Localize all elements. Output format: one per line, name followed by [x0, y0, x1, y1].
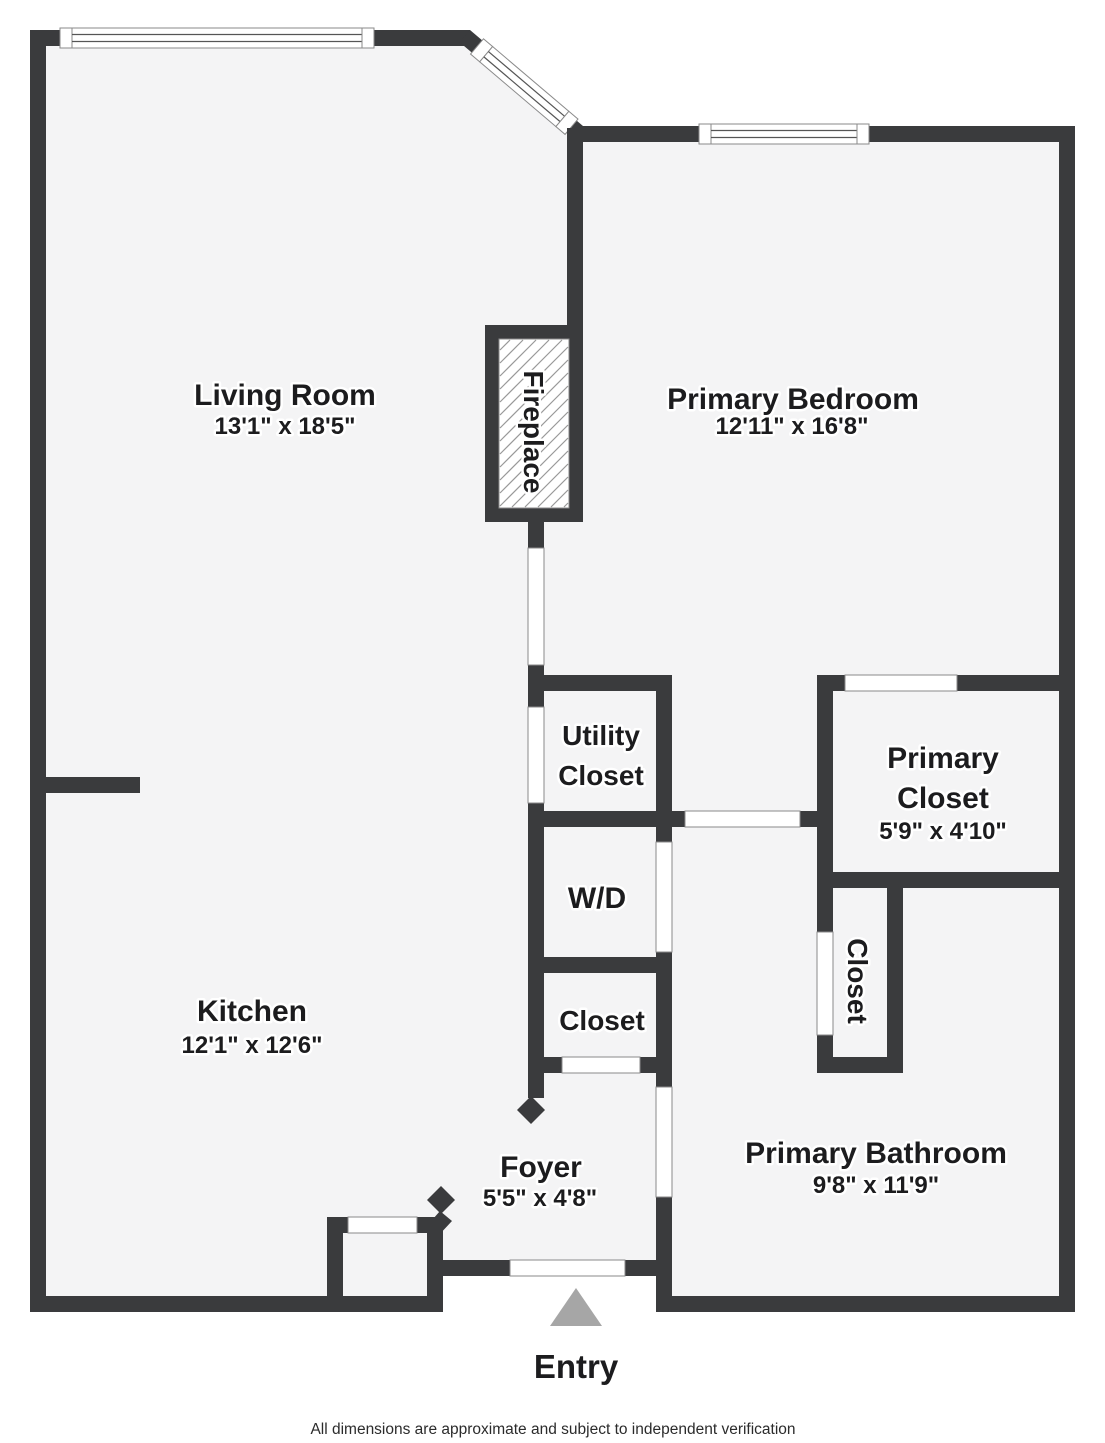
fireplace-hatch-line — [499, 437, 569, 507]
primary-bedroom-label: Primary Bedroom — [667, 383, 919, 416]
wall-diagonal-corner — [459, 30, 584, 139]
opening-wd — [655, 841, 673, 953]
kitchen-label: Kitchen — [197, 995, 307, 1028]
wall-exterior-bottom-right — [657, 1296, 1075, 1312]
wall-exterior-bottom-left — [30, 1296, 443, 1312]
wall-wd-bottom — [528, 957, 672, 973]
fireplace-hatch-line — [524, 463, 569, 508]
wall-utility-bottom — [528, 811, 672, 827]
wall-primary-closet-left — [817, 675, 833, 888]
wall-exterior-left — [30, 30, 46, 1312]
opening-utility-closet — [527, 706, 545, 804]
fireplace-hatch-line — [511, 450, 569, 508]
primary-bathroom-label: Primary Bathroom — [745, 1137, 1007, 1170]
fireplace-hatch-line — [499, 424, 569, 494]
wall-entry-closet-left — [327, 1217, 343, 1312]
fireplace: Fireplace — [485, 325, 583, 522]
fireplace-hatch-line — [499, 339, 550, 390]
footer-disclaimer: All dimensions are approximate and subje… — [310, 1421, 795, 1438]
fireplace-hatch-line — [499, 411, 569, 481]
fireplace-hatch-line — [499, 339, 563, 403]
opening-hall-closet — [561, 1056, 641, 1074]
fireplace-hatch-line — [499, 359, 569, 429]
wall-right-column — [656, 675, 672, 1312]
primary-closet-label-line2: Closet — [897, 782, 989, 815]
entry-arrow-icon — [550, 1288, 602, 1326]
wall-bedroom-west — [567, 128, 583, 327]
window-cap — [59, 27, 73, 49]
foyer-dims: 5'5" x 4'8" — [483, 1185, 597, 1212]
wall-utility-top — [528, 675, 672, 691]
primary-bathroom-dims: 9'8" x 11'9" — [813, 1172, 939, 1199]
wall-stub-foyer-diagonal — [426, 1211, 452, 1236]
opening-primary-closet — [844, 674, 958, 692]
foyer-label: Foyer — [500, 1151, 582, 1184]
wall-entry-closet-right — [427, 1217, 443, 1312]
fireplace-hatch-line — [537, 476, 569, 508]
window-cap — [698, 123, 712, 145]
window-diagonal-cap-right — [555, 110, 579, 136]
window-living-room — [59, 27, 375, 49]
primary-bedroom-dims: 12'11" x 16'8" — [716, 413, 869, 440]
fireplace-hatch-line — [499, 339, 537, 377]
primary-closet-label-line1: Primary — [887, 742, 999, 775]
fireplace-hatch — [499, 339, 569, 508]
wall-primary-closet-bottom — [817, 872, 1075, 888]
window-cap — [361, 27, 375, 49]
opening-bathroom-door — [655, 1086, 673, 1198]
fireplace-hatch-line — [563, 502, 569, 508]
window-diagonal-glass-1 — [488, 51, 566, 117]
wall-bath-closet-right — [887, 888, 903, 1073]
floor-footprint — [30, 30, 1075, 1312]
fireplace-hatch-line — [499, 339, 524, 364]
kitchen-dims: 12'1" x 12'6" — [182, 1032, 323, 1059]
fireplace-hatch-line — [499, 398, 569, 468]
window-primary-bedroom — [698, 123, 870, 145]
opening-bedroom-hallway — [684, 810, 801, 828]
utility-closet-label-line2: Closet — [558, 760, 644, 791]
opening-livingroom-bedroom — [527, 547, 545, 666]
entry-label: Entry — [534, 1348, 619, 1385]
living-room-label: Living Room — [194, 379, 376, 412]
opening-entry-door — [509, 1259, 626, 1277]
wall-mid-column — [528, 522, 544, 1098]
window-body — [710, 123, 858, 145]
fireplace-hatch-line — [550, 489, 569, 508]
wd-label: W/D — [568, 882, 626, 915]
window-body — [71, 27, 363, 49]
primary-closet-dims: 5'9" x 4'10" — [879, 818, 1007, 845]
opening-entry-closet — [347, 1216, 418, 1234]
wall-exterior-right — [1059, 126, 1075, 1312]
living-room-dims: 13'1" x 18'5" — [215, 413, 356, 440]
window-diagonal-glass-2 — [483, 56, 561, 123]
fireplace-hatch-line — [499, 346, 569, 416]
wall-tip-foyer-west — [517, 1096, 545, 1124]
wall-tip-entry-closet — [427, 1186, 455, 1214]
opening-bathroom-closet — [816, 931, 834, 1036]
window-cap — [856, 123, 870, 145]
wall-bath-closet-bottom — [817, 1057, 903, 1073]
utility-closet-label-line1: Utility — [562, 720, 640, 751]
fireplace-hatch-line — [499, 385, 569, 455]
wall-kitchen-stub — [30, 777, 140, 793]
fireplace-hatch-line — [499, 339, 511, 351]
hall-closet-label: Closet — [559, 1005, 645, 1036]
bathroom-closet-label: Closet — [842, 938, 873, 1024]
fireplace-hatch-line — [499, 372, 569, 442]
fireplace-label: Fireplace — [518, 371, 549, 494]
